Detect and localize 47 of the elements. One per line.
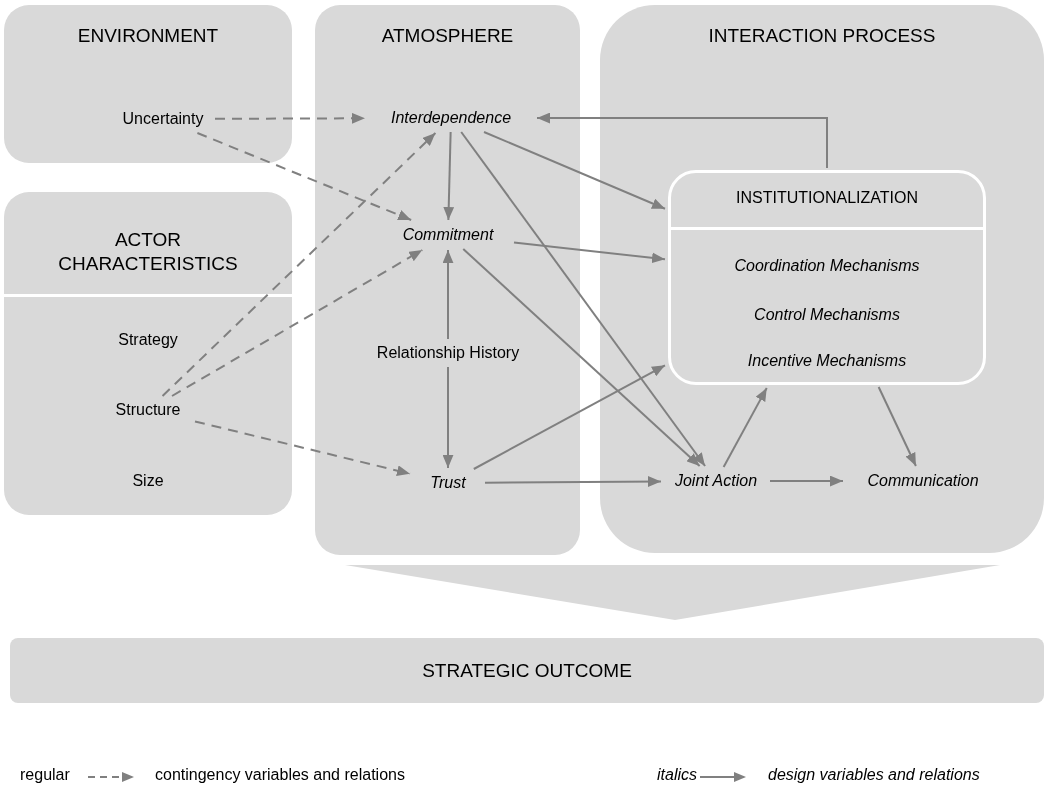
arrow (513, 241, 666, 264)
variable-label: Uncertainty (113, 107, 213, 131)
arrow (483, 131, 666, 210)
variable-label: Size (123, 469, 173, 493)
variable-label: Structure (103, 398, 193, 422)
panel-heading: INTERACTION PROCESS (707, 25, 937, 47)
arrow (442, 366, 454, 469)
arrow (194, 420, 411, 476)
arrow (443, 131, 455, 221)
legend-text: design variables and relations (768, 766, 980, 784)
legend-key-label: italics (657, 766, 697, 784)
panel-heading: ENVIRONMENT (76, 25, 220, 47)
variable-label: Communication (846, 469, 1000, 493)
arrow (462, 248, 701, 467)
arrow (460, 131, 707, 467)
arrow (536, 112, 828, 169)
variable-label: Trust (413, 471, 483, 495)
variable-label: Relationship History (352, 341, 544, 365)
variable-label: Commitment (384, 223, 512, 247)
legend-text: contingency variables and relations (155, 766, 405, 784)
environment-panel (4, 5, 292, 163)
interaction-panel (600, 5, 1044, 553)
variable-label: Control Mechanisms (753, 306, 901, 324)
arrow (196, 132, 413, 221)
arrow (472, 364, 666, 470)
variable-label: Coordination Mechanisms (733, 257, 921, 275)
atmosphere-panel (315, 5, 580, 555)
legend-key-label: regular (20, 766, 70, 784)
arrow (877, 386, 917, 467)
actor-panel (4, 192, 292, 515)
outcome-bar (10, 638, 1044, 703)
variable-label: Strategy (108, 328, 188, 352)
variable-label: Incentive Mechanisms (746, 352, 908, 370)
panel-heading: ACTOR CHARACTERISTICS (57, 228, 239, 276)
arrow (161, 132, 437, 397)
arrow (484, 476, 662, 487)
panel-heading: STRATEGIC OUTCOME (421, 660, 633, 682)
panel-heading: INSTITUTIONALIZATION (735, 189, 919, 207)
arrow (214, 112, 366, 124)
variable-label: Interdependence (368, 106, 534, 130)
arrow (722, 387, 768, 468)
variable-label: Joint Action (664, 469, 768, 493)
panel-heading: ATMOSPHERE (380, 25, 515, 47)
institutionalization-box (668, 170, 986, 385)
arrow (442, 249, 454, 340)
arrow (171, 249, 424, 397)
arrow (769, 475, 844, 487)
